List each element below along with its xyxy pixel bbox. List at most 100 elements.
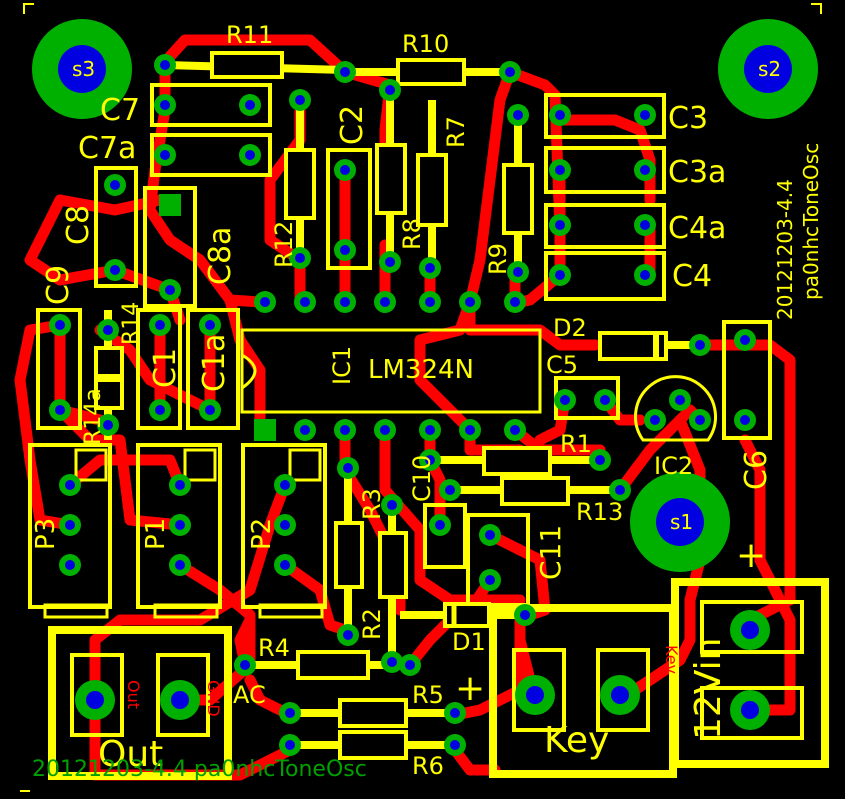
label-c11: C11	[534, 525, 567, 580]
pad-drill	[280, 560, 290, 570]
pad-drill	[103, 325, 113, 335]
label-d2: D2	[553, 314, 587, 342]
label-r10: R10	[402, 30, 449, 58]
pad-drill	[387, 500, 397, 510]
connector-drill	[171, 691, 189, 709]
pad-drill	[600, 395, 610, 405]
connector-drill	[741, 701, 759, 719]
pad-drill	[385, 257, 395, 267]
label-plus-left: +	[455, 668, 485, 709]
pad-drill	[175, 480, 185, 490]
pad-drill	[240, 660, 250, 670]
pad-drill	[103, 420, 113, 430]
pad-drill	[300, 297, 310, 307]
pad-drill	[450, 708, 460, 718]
connector-drill	[86, 691, 104, 709]
label-r13: R13	[576, 498, 623, 526]
copper-labels: GND Out Key	[124, 645, 681, 717]
pad-square	[159, 194, 181, 216]
pad-drill	[65, 560, 75, 570]
pad-drill	[640, 270, 650, 280]
pad-drill	[340, 245, 350, 255]
pad-drill	[295, 95, 305, 105]
copper-out-label: Out	[124, 680, 143, 709]
bottom-layer-text: 20121203-4.4 pa0nhcToneOsc	[32, 757, 367, 782]
pad-drill	[245, 100, 255, 110]
label-p3: P3	[31, 518, 61, 550]
label-r8: R8	[398, 218, 426, 250]
pad-drill	[405, 660, 415, 670]
label-c1a: C1a	[197, 334, 232, 392]
pad-drill	[555, 110, 565, 120]
pad-drill	[110, 180, 120, 190]
pad-drill	[695, 340, 705, 350]
label-r9: R9	[484, 243, 512, 275]
label-c10: C10	[408, 455, 436, 502]
pad-drill	[165, 285, 175, 295]
pad-drill	[205, 320, 215, 330]
pad-drill	[160, 60, 170, 70]
hole-labels: s3 s2 s1	[72, 57, 781, 534]
label-d1: D1	[452, 628, 486, 656]
label-s2: s2	[758, 57, 781, 81]
label-plus-right: +	[736, 535, 766, 576]
label-r7: R7	[442, 116, 470, 148]
label-side-name: pa0nhcToneOsc	[799, 143, 823, 300]
board-corner-marks	[20, 3, 822, 792]
pad-drill	[380, 297, 390, 307]
pad-drill	[300, 425, 310, 435]
pad-drill	[485, 575, 495, 585]
pad-drill	[640, 110, 650, 120]
pad-drill	[465, 425, 475, 435]
pad-drill	[175, 520, 185, 530]
label-r1: R1	[560, 430, 592, 458]
pad-drill	[740, 335, 750, 345]
pad-drill	[615, 485, 625, 495]
pad-drill	[640, 165, 650, 175]
pad-drill	[435, 520, 445, 530]
label-out: Out	[98, 734, 163, 775]
label-p2: P2	[247, 518, 277, 550]
component-labels: R11 R10 C7 C7a C2 R7 R8 R12 R9 C3 C3a C4…	[31, 21, 823, 780]
component-pads	[49, 54, 770, 756]
pad-drill	[340, 67, 350, 77]
pad-drill	[155, 405, 165, 415]
label-key: Key	[544, 720, 609, 761]
pad-drill	[343, 463, 353, 473]
pad-drill	[340, 425, 350, 435]
pad-drill	[245, 150, 255, 160]
label-r14a: R14a	[81, 388, 106, 445]
label-r14: R14	[119, 302, 144, 345]
pad-drill	[450, 740, 460, 750]
pad-drill	[595, 455, 605, 465]
pad-drill	[640, 220, 650, 230]
label-ic1: IC1	[328, 346, 356, 385]
label-lm324n: LM324N	[368, 355, 474, 385]
pad-drill	[445, 485, 455, 495]
label-r11: R11	[226, 21, 273, 49]
pad-drill	[65, 520, 75, 530]
label-r4: R4	[258, 634, 290, 662]
pad-drill	[110, 265, 120, 275]
label-c8: C8	[61, 205, 96, 245]
label-c1: C1	[148, 348, 183, 388]
label-s1: s1	[670, 510, 693, 534]
pad-drill	[425, 425, 435, 435]
pad-drill	[343, 630, 353, 640]
pad-drill	[385, 85, 395, 95]
label-c5: C5	[546, 351, 578, 379]
pad-drill	[280, 520, 290, 530]
mounting-holes	[32, 19, 818, 572]
label-c4: C4	[672, 259, 712, 294]
pad-drill	[387, 657, 397, 667]
pad-drill	[155, 320, 165, 330]
pad-square	[254, 419, 276, 441]
label-r12: R12	[270, 221, 298, 268]
label-r3: R3	[358, 488, 386, 520]
label-p1: P1	[141, 518, 171, 550]
pad-drill	[555, 220, 565, 230]
label-s3: s3	[72, 57, 95, 81]
copper-gnd-label: GND	[204, 680, 223, 717]
pad-drill	[55, 405, 65, 415]
pad-drill	[285, 708, 295, 718]
